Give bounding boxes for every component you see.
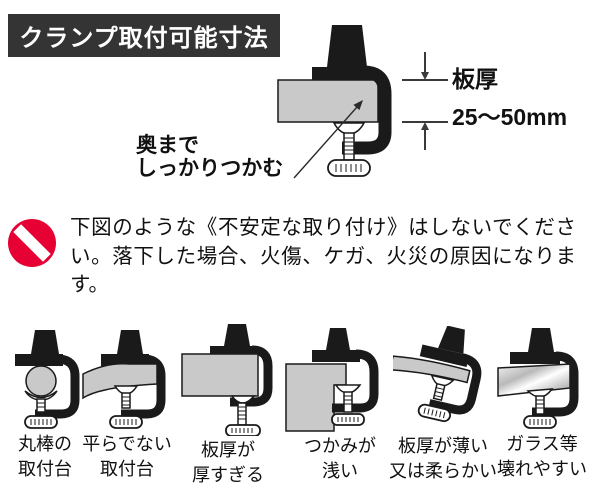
- clamp-bracket: [342, 65, 392, 155]
- bad-example-shallow-grip: つかみが 浅い: [284, 328, 396, 484]
- bad-example-uneven-base: 平らでない 取付台: [74, 328, 180, 482]
- grip-annotation-arrow: [293, 100, 363, 179]
- bad-example-thin-soft: 板厚が薄い 又は柔らかい: [386, 326, 500, 484]
- grip-note: 奥まで しっかりつかむ: [136, 134, 284, 180]
- caption-shallow-grip: つかみが 浅い: [304, 436, 376, 481]
- too-thick-illustration: [181, 324, 273, 436]
- bad-example-glass: ガラス等 壊れやすい: [490, 328, 594, 482]
- section-title-badge: クランプ取付可能寸法: [8, 14, 280, 57]
- clamp-knob: [327, 159, 371, 177]
- caption-thin-soft: 板厚が薄い 又は柔らかい: [389, 436, 497, 481]
- prohibition-icon: [8, 219, 56, 267]
- clamp-top-jaw: [312, 67, 374, 81]
- caption-round-bar: 丸棒の 取付台: [18, 434, 72, 479]
- thickness-value: 25〜50mm: [452, 104, 568, 130]
- thin-soft-illustration: [393, 326, 482, 423]
- round-bar-illustration: [15, 330, 80, 429]
- section-title: クランプ取付可能寸法: [19, 25, 269, 52]
- caption-too-thick: 板厚が 厚すぎる: [192, 440, 264, 485]
- bad-example-too-thick: 板厚が 厚すぎる: [178, 324, 278, 488]
- caption-glass: ガラス等 壊れやすい: [497, 434, 587, 479]
- clamp-pole: [327, 25, 367, 67]
- caption-uneven-base: 平らでない 取付台: [82, 434, 172, 479]
- warning-text: 下図のような《不安定な取り付け》はしないでください。落下した場合、火傷、ケガ、火…: [70, 216, 576, 296]
- clamp-correct-mount-illustration: [277, 25, 448, 179]
- uneven-base-illustration: [82, 330, 166, 429]
- bad-example-round-bar: 丸棒の 取付台: [0, 328, 90, 482]
- glass-illustration: [497, 328, 579, 429]
- desk-board: [277, 79, 379, 123]
- thickness-label: 板厚: [452, 66, 498, 92]
- thickness-note: 板厚 25〜50mm: [452, 60, 567, 136]
- thickness-dimension-lines: [402, 52, 448, 150]
- shallow-grip-illustration: [285, 328, 379, 432]
